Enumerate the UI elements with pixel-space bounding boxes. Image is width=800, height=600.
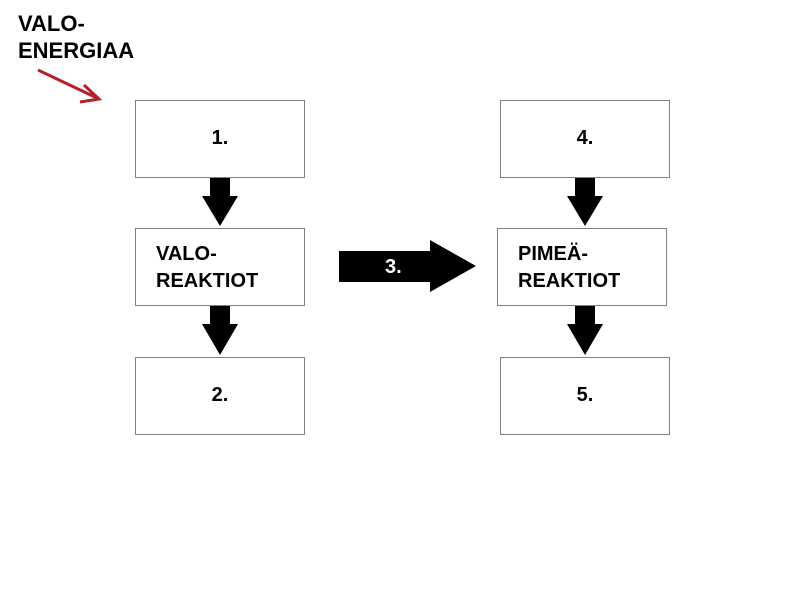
down-arrow-light-to-2 [202,306,238,355]
box-4: 4. [500,100,670,178]
source-label: VALO- ENERGIAA [18,11,135,63]
box-2-label: 2. [211,384,229,406]
dark-reactions-label: PIMEÄ- REAKTIOT [518,243,621,292]
box-light-reactions: VALO- REAKTIOT [135,228,305,306]
box-dark-reactions: PIMEÄ- REAKTIOT [497,228,667,306]
box-1-label: 1. [211,127,229,149]
down-arrow-4-to-dark [567,178,603,226]
big-right-arrow [339,240,476,292]
box-5: 5. [500,357,670,435]
source-arrow [37,68,103,104]
down-arrow-1-to-light [202,178,238,226]
box-2: 2. [135,357,305,435]
light-reactions-label: VALO- REAKTIOT [156,243,259,292]
down-arrow-dark-to-5 [567,306,603,355]
big-arrow-label: 3. [385,256,402,278]
box-5-label: 5. [576,384,594,406]
box-1: 1. [135,100,305,178]
box-4-label: 4. [576,127,594,149]
